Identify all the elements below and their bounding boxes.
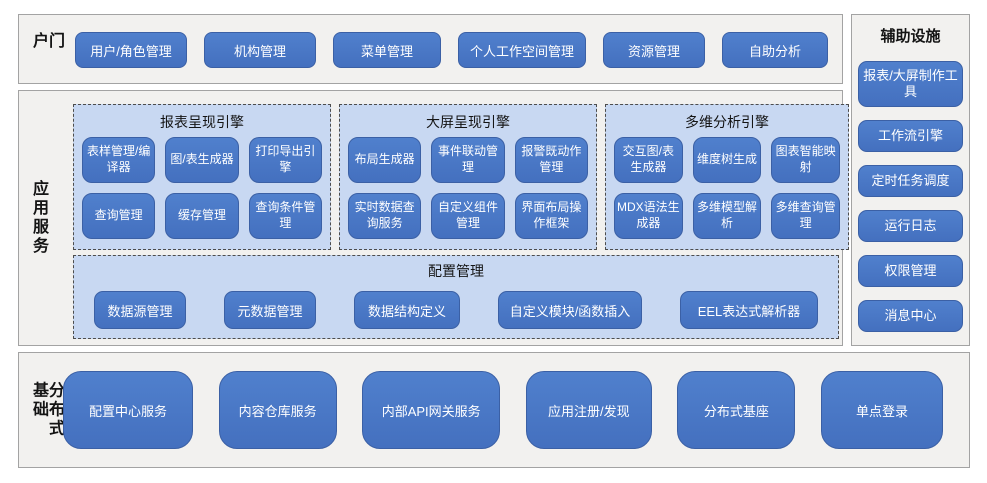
node-cache-mgmt: 缓存管理 xyxy=(165,193,239,239)
node-scheduled-task: 定时任务调度 xyxy=(858,165,963,197)
node-report-screen-tool: 报表/大屏制作工具 xyxy=(858,61,963,107)
report-engine-title: 报表呈现引擎 xyxy=(160,114,244,130)
config-mgmt-box: 配置管理 数据源管理 元数据管理 数据结构定义 自定义模块/函数插入 EEL表达… xyxy=(73,255,839,339)
node-custom-module-function: 自定义模块/函数插入 xyxy=(498,291,642,329)
olap-engine-grid: 交互图/表生成器 维度树生成 图表智能映射 MDX语法生成器 多维模型解析 多维… xyxy=(614,137,840,239)
node-metadata-mgmt: 元数据管理 xyxy=(224,291,316,329)
node-org-mgmt: 机构管理 xyxy=(204,32,316,68)
node-internal-api-gateway: 内部API网关服务 xyxy=(362,371,501,449)
node-multidim-query-mgmt: 多维查询管理 xyxy=(771,193,840,239)
node-config-center-service: 配置中心服务 xyxy=(63,371,193,449)
report-engine-box: 报表呈现引擎 表样管理/编译器 图/表生成器 打印导出引擎 查询管理 缓存管理 … xyxy=(73,104,331,250)
distributed-button-row: 配置中心服务 内容仓库服务 内部API网关服务 应用注册/发现 分布式基座 单点… xyxy=(63,371,943,449)
app-services-section: 应用服务 报表呈现引擎 表样管理/编译器 图/表生成器 打印导出引擎 查询管理 … xyxy=(18,90,849,346)
node-ui-layout-framework: 界面布局操作框架 xyxy=(514,193,588,239)
node-resource-mgmt: 资源管理 xyxy=(603,32,705,68)
node-app-register-discovery: 应用注册/发现 xyxy=(525,371,652,449)
node-mdx-syntax-generator: MDX语法生成器 xyxy=(614,193,683,239)
node-query-condition-mgmt: 查询条件管理 xyxy=(248,193,322,239)
auxiliary-section: 辅助设施 报表/大屏制作工具 工作流引擎 定时任务调度 运行日志 权限管理 消息… xyxy=(851,14,970,346)
portal-label: 门户 xyxy=(30,32,63,51)
portal-section: 门户 用户/角色管理 机构管理 菜单管理 个人工作空间管理 资源管理 自助分析 xyxy=(18,14,843,84)
node-chart-table-generator: 图/表生成器 xyxy=(165,137,239,183)
node-message-center: 消息中心 xyxy=(858,300,963,332)
node-run-log: 运行日志 xyxy=(858,210,963,242)
node-workspace-mgmt: 个人工作空间管理 xyxy=(458,32,586,68)
olap-engine-title: 多维分析引擎 xyxy=(685,114,769,130)
node-table-style-compiler: 表样管理/编译器 xyxy=(82,137,156,183)
engine-boxes: 报表呈现引擎 表样管理/编译器 图/表生成器 打印导出引擎 查询管理 缓存管理 … xyxy=(73,104,849,250)
node-multidim-model-parser: 多维模型解析 xyxy=(692,193,762,239)
node-layout-generator: 布局生成器 xyxy=(348,137,422,183)
node-chart-smart-mapping: 图表智能映射 xyxy=(771,137,840,183)
node-eel-expression-parser: EEL表达式解析器 xyxy=(680,291,818,329)
node-content-repo-service: 内容仓库服务 xyxy=(218,371,337,449)
node-realtime-data-query: 实时数据查询服务 xyxy=(348,193,422,239)
auxiliary-title: 辅助设施 xyxy=(880,28,941,45)
node-workflow-engine: 工作流引擎 xyxy=(858,120,963,152)
node-user-role-mgmt: 用户/角色管理 xyxy=(75,32,187,68)
node-distributed-base: 分布式基座 xyxy=(677,371,796,449)
olap-engine-box: 多维分析引擎 交互图/表生成器 维度树生成 图表智能映射 MDX语法生成器 多维… xyxy=(605,104,849,250)
node-data-structure-def: 数据结构定义 xyxy=(354,291,460,329)
node-alarm-action-mgmt: 报警既动作管理 xyxy=(514,137,588,183)
auxiliary-button-column: 报表/大屏制作工具 工作流引擎 定时任务调度 运行日志 权限管理 消息中心 xyxy=(852,61,969,332)
config-mgmt-title: 配置管理 xyxy=(428,263,484,279)
node-self-service-analysis: 自助分析 xyxy=(722,32,828,68)
screen-engine-grid: 布局生成器 事件联动管理 报警既动作管理 实时数据查询服务 自定义组件管理 界面… xyxy=(348,137,588,239)
report-engine-grid: 表样管理/编译器 图/表生成器 打印导出引擎 查询管理 缓存管理 查询条件管理 xyxy=(82,137,322,239)
node-event-linkage-mgmt: 事件联动管理 xyxy=(431,137,505,183)
node-datasource-mgmt: 数据源管理 xyxy=(94,291,186,329)
node-sso: 单点登录 xyxy=(820,371,943,449)
node-custom-component-mgmt: 自定义组件管理 xyxy=(431,193,505,239)
node-query-mgmt: 查询管理 xyxy=(82,193,156,239)
node-menu-mgmt: 菜单管理 xyxy=(333,32,441,68)
screen-engine-box: 大屏呈现引擎 布局生成器 事件联动管理 报警既动作管理 实时数据查询服务 自定义… xyxy=(339,104,597,250)
screen-engine-title: 大屏呈现引擎 xyxy=(426,114,510,130)
config-mgmt-row: 数据源管理 元数据管理 数据结构定义 自定义模块/函数插入 EEL表达式解析器 xyxy=(74,291,838,329)
node-permission-mgmt: 权限管理 xyxy=(858,255,963,287)
app-services-label: 应用服务 xyxy=(30,180,47,256)
distributed-foundation-label: 分布式基础 xyxy=(30,381,63,439)
node-print-export-engine: 打印导出引擎 xyxy=(248,137,322,183)
node-dimension-tree-generator: 维度树生成 xyxy=(692,137,762,183)
portal-button-row: 用户/角色管理 机构管理 菜单管理 个人工作空间管理 资源管理 自助分析 xyxy=(75,32,830,68)
node-interactive-chart-generator: 交互图/表生成器 xyxy=(614,137,683,183)
distributed-foundation-section: 分布式基础 配置中心服务 内容仓库服务 内部API网关服务 应用注册/发现 分布… xyxy=(18,352,970,468)
